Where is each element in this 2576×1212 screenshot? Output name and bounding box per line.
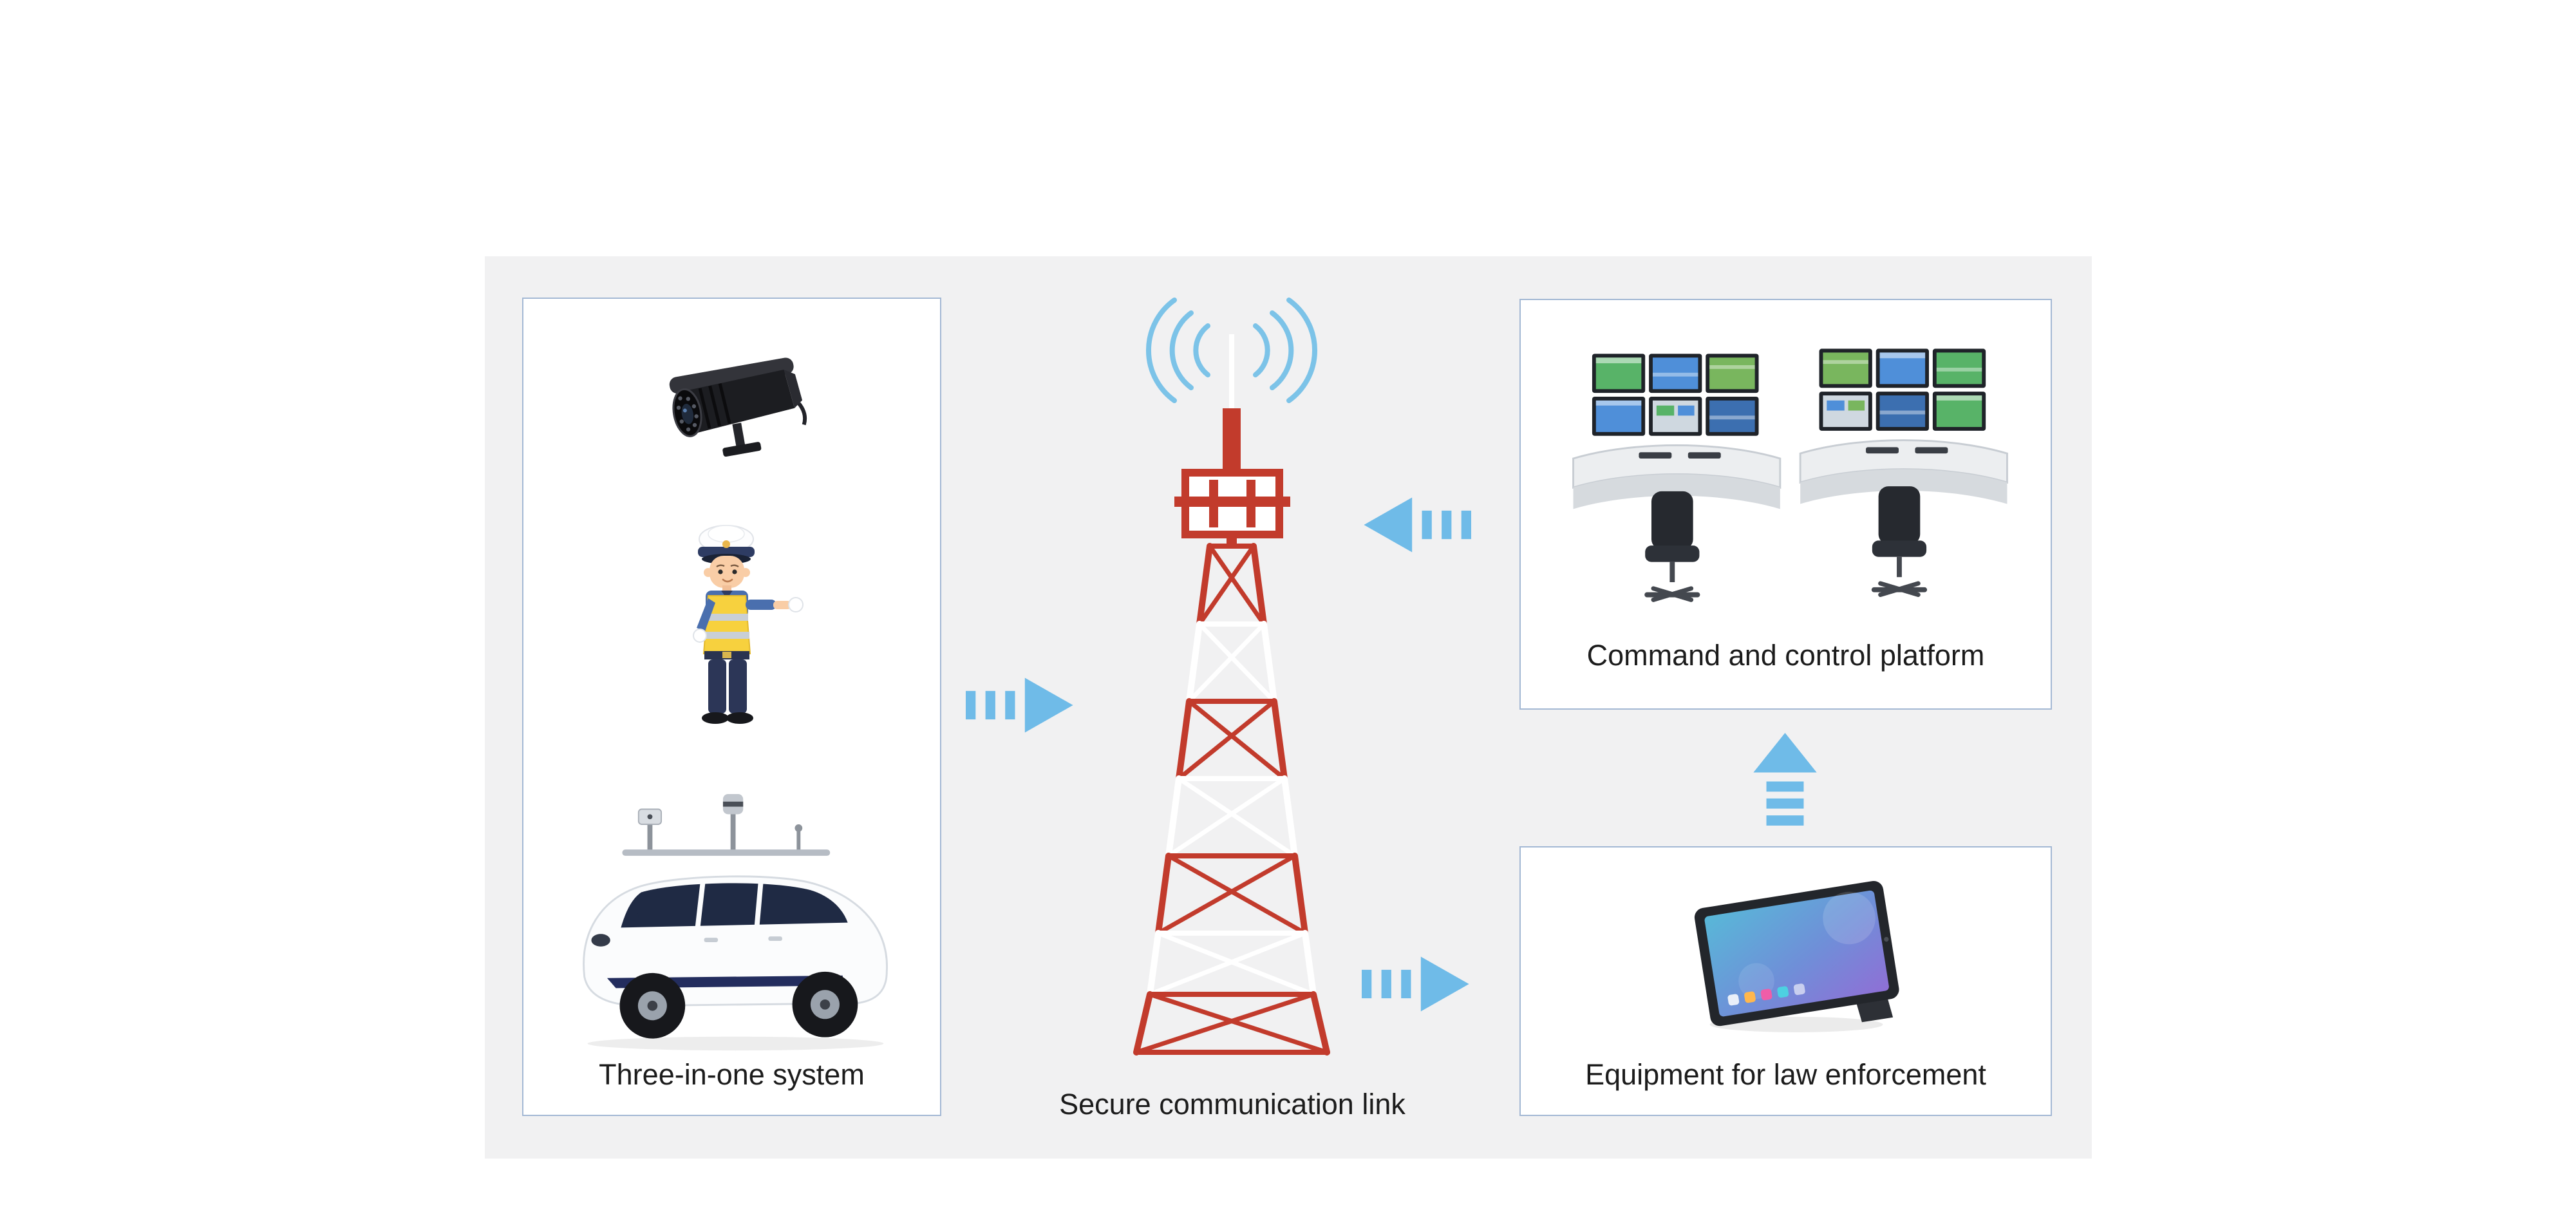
police-legs xyxy=(702,659,753,724)
three-in-one-box: Three-in-one system xyxy=(522,298,941,1116)
patrol-car-icon xyxy=(547,766,925,1057)
monitor-wall-left xyxy=(1592,354,1759,436)
tablet-icon xyxy=(1680,861,1912,1040)
three-in-one-label: Three-in-one system xyxy=(599,1058,865,1091)
office-chair-right xyxy=(1871,486,1928,598)
diagram-panel: Three-in-one system xyxy=(485,256,2092,1159)
traffic-police-icon xyxy=(655,511,807,752)
tower-cabin xyxy=(1174,469,1290,548)
secure-link-label: Secure communication link xyxy=(1059,1088,1406,1121)
command-platform-label: Command and control platform xyxy=(1586,639,1985,672)
tower-lattice xyxy=(1133,543,1330,1056)
law-enforcement-box: Equipment for law enforcement xyxy=(1519,846,2052,1116)
roof-sensors xyxy=(622,794,831,856)
arrow-right-icon xyxy=(966,673,1075,737)
police-face xyxy=(704,556,750,592)
law-enforcement-label: Equipment for law enforcement xyxy=(1585,1058,1986,1091)
monitor-wall-right xyxy=(1819,348,1986,431)
radio-tower-icon xyxy=(1132,289,1331,1056)
car-wheels xyxy=(619,971,858,1039)
tower-antenna xyxy=(1223,334,1241,473)
radio-waves-icon xyxy=(1146,298,1317,403)
control-room-icon xyxy=(1562,335,2018,612)
command-platform-box: Command and control platform xyxy=(1519,299,2052,710)
police-body xyxy=(693,591,804,659)
arrow-left-icon xyxy=(1362,493,1471,557)
office-chair-left xyxy=(1644,491,1700,602)
arrow-right-icon xyxy=(1362,952,1471,1016)
cctv-camera-icon xyxy=(662,340,810,478)
arrow-up-icon xyxy=(1748,733,1822,835)
